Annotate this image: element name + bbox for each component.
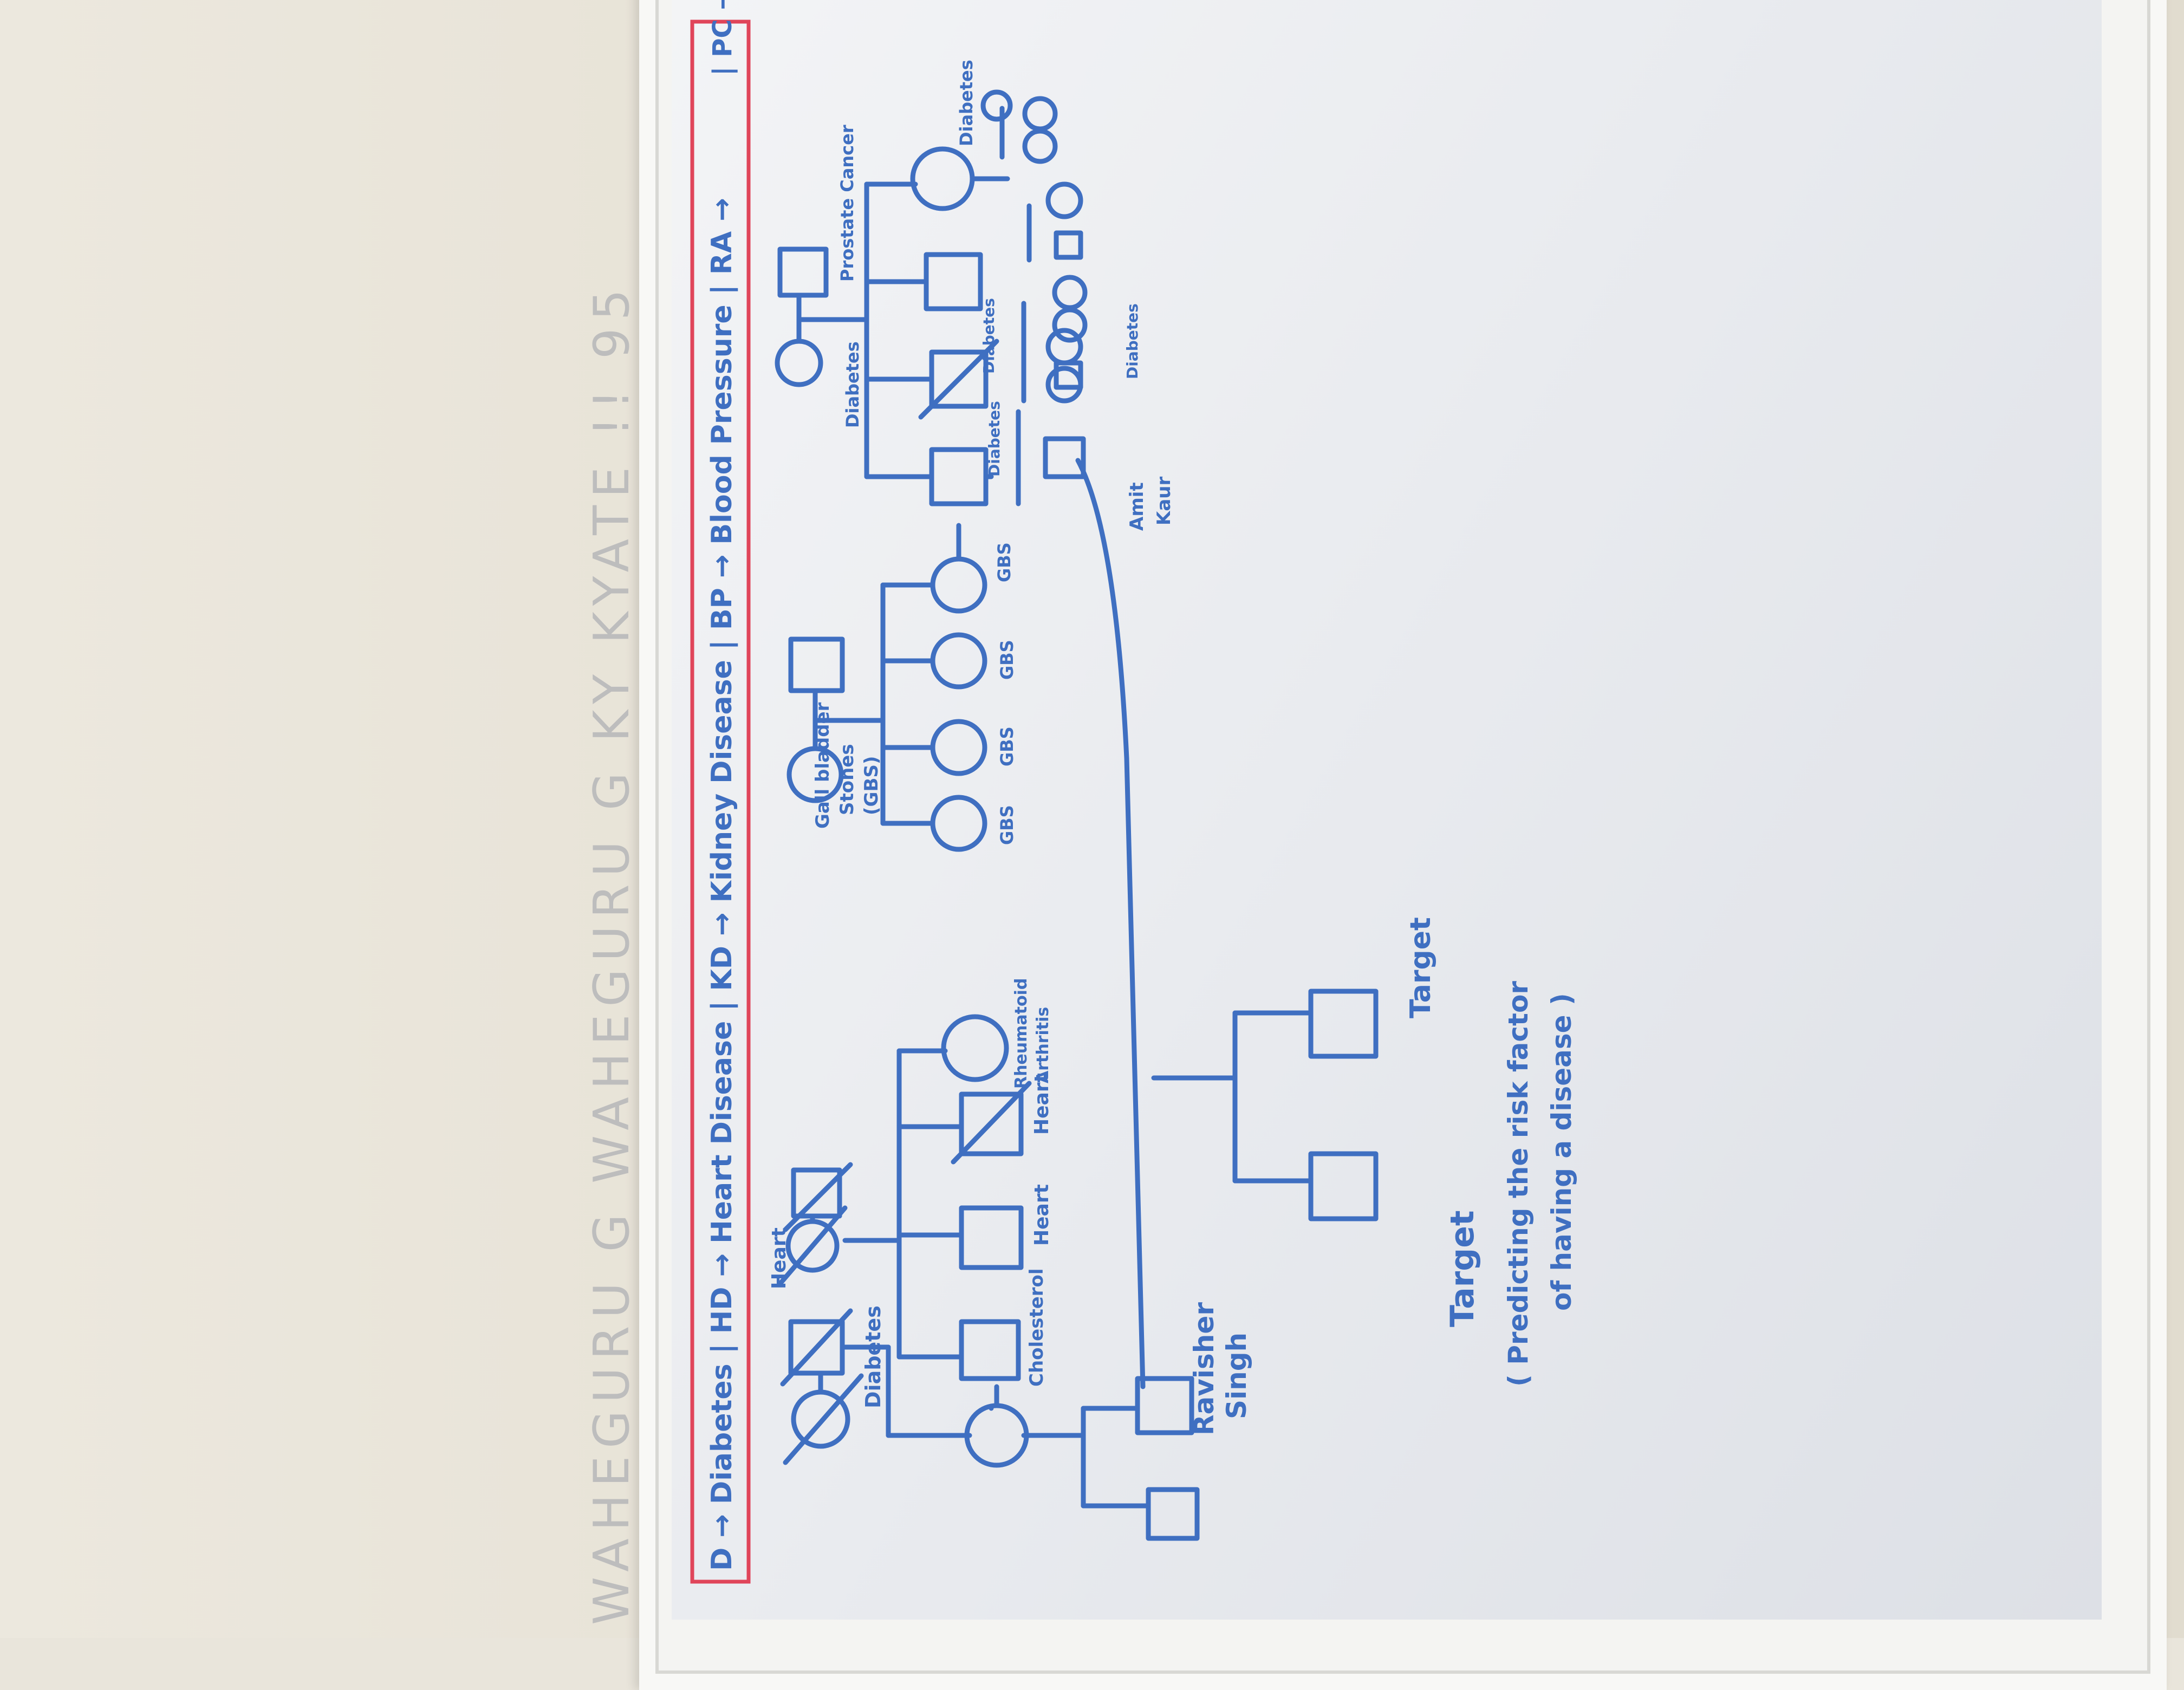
ggf-square [788,1319,845,1376]
label-singh: Singh [1221,1332,1252,1419]
cousin-circle [1052,307,1088,343]
label-kaur: Kaur [1153,477,1175,525]
diabetes-gm-circle [775,339,823,387]
cousin-circle [1022,96,1058,132]
gbs-grandfather-square [788,636,845,693]
cousin-circle [1045,181,1083,219]
label-ravisher: Ravisher [1188,1302,1220,1435]
cousin-square [1043,436,1086,479]
label-heart: Heart [1031,1184,1053,1246]
ggm-deceased-slash [783,1373,864,1465]
cousin-circle [1045,366,1083,404]
label-diabetes: Diabetes [980,298,998,374]
cousin-square [1054,360,1083,390]
label-gallbladder: Gall bladder [812,702,834,829]
label-target-child: Target [1405,917,1437,1018]
whiteboard-surface [672,0,2102,1620]
label-diabetes: Diabetes [1123,303,1141,379]
deceased-slash [777,1205,848,1286]
uncle-heart-square [959,1205,1024,1270]
labels: Diabetes Heart Cholesterol Heart Heart R… [768,60,1577,1435]
uncle-square [924,252,983,311]
legend-box [690,20,751,1584]
sibling-square [1146,1487,1200,1541]
pedigree-diagram: WAHEGURU G WAHEGURU G KY KYATE !! 95 D →… [583,0,1577,1625]
deceased-slash [783,1162,853,1232]
label-gbs: GBS [994,542,1015,582]
uncle-heart-deceased-square [959,1091,1024,1156]
legend-text: D → Diabetes | HD → Heart Disease | KD →… [706,198,738,1571]
spouse-square [929,447,989,506]
gbs-daughter-circle [930,719,987,776]
ravisher-square [1135,1376,1194,1435]
maternal-branch [775,89,1146,1389]
grandfather-square [959,1319,1021,1381]
label-diabetes: Diabetes [842,341,863,428]
target-square [1308,989,1379,1059]
label-diabetes: Diabetes [861,1305,885,1408]
cousin-circle [1045,328,1083,366]
deceased-slash [951,1081,1032,1165]
aunt-ra-circle [941,1014,1009,1082]
aunt-diabetes-circle [910,146,975,211]
gbs-daughter-circle [930,795,987,852]
deceased-slash [918,339,999,420]
label-gbs: GBS [997,726,1017,766]
label-rheumatoid: Rheumatoid [1012,978,1031,1089]
label-target-desc: of having a disease ) [1546,993,1577,1311]
label-gbs: GBS [997,640,1017,680]
gbs-daughter-circle [930,632,987,690]
prostate-gf-square [777,246,829,298]
label-amit: Amit [1126,482,1148,531]
label-gbs: GBS [997,805,1017,845]
heart-ggf-square [791,1167,842,1219]
label-target-title: Target [1444,1210,1481,1327]
paternal-branch [777,1014,1200,1541]
label-arthritis: Arthritis [1034,1007,1052,1083]
ggf-deceased-slash [780,1308,853,1387]
cousin-square [1054,230,1083,260]
label-prostate-cancer: Prostate Cancer [837,125,857,282]
label-heart: Heart [1031,1073,1053,1135]
label-stones: Stones [836,744,858,815]
marriage-line [1075,458,1146,1389]
uncle-deceased-square [929,349,989,409]
label-cholesterol: Cholesterol [1026,1268,1048,1387]
label-diabetes: Diabetes [985,401,1003,477]
cousin-circle [980,89,1013,122]
grandmother-circle [964,1403,1029,1468]
legend-text-right: | PC → Pro [707,0,738,76]
label-target-desc: ( Predicting the risk factor [1503,981,1534,1387]
target-branch [1151,989,1379,1221]
label-heart: Heart [768,1227,790,1289]
cousin-circle [1022,128,1058,164]
label-diabetes: Diabetes [956,60,977,146]
label-gbs-abbrev: (GBS) [861,756,882,815]
faint-header-text: WAHEGURU G WAHEGURU G KY KYATE !! 95 [583,282,640,1625]
target-sibling-square [1308,1151,1379,1221]
mother-gbs-circle [930,556,987,614]
cousin-circle [1052,275,1088,310]
